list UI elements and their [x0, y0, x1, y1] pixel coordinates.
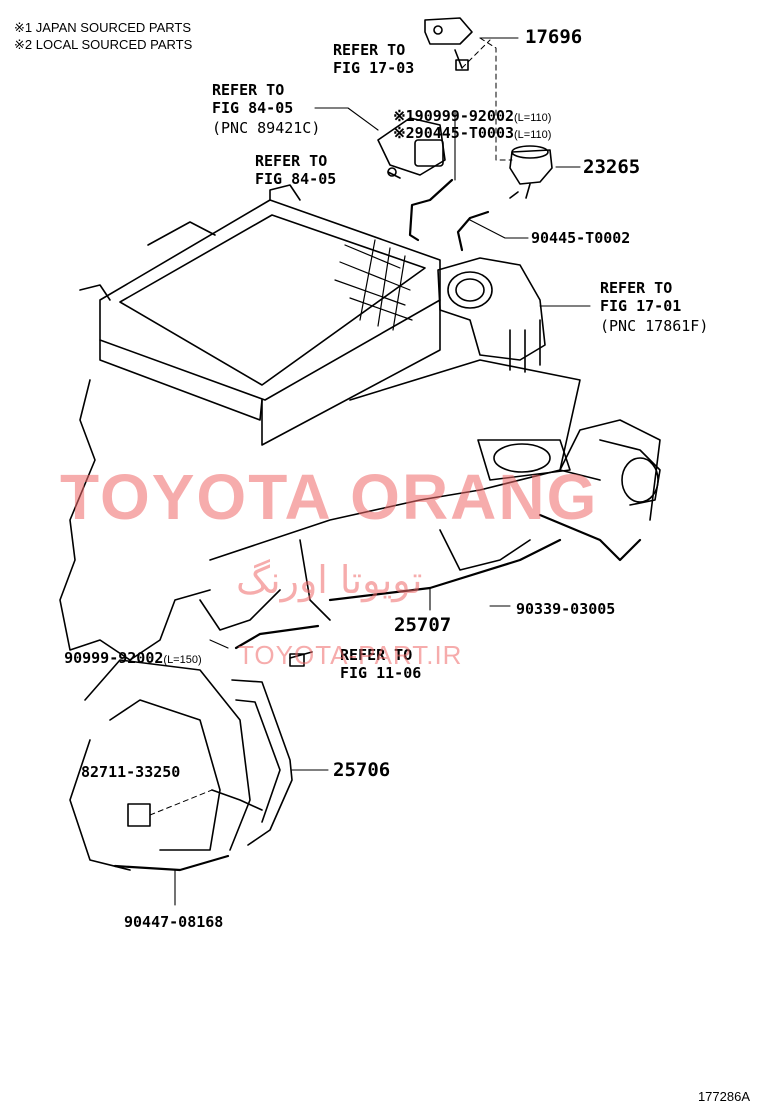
note-japan-sourced: ※1 JAPAN SOURCED PARTS	[14, 20, 192, 35]
intake-elbow-drawing	[437, 257, 661, 506]
part-17696[interactable]: 17696	[525, 26, 583, 48]
refer-fig-11-06[interactable]: REFER TO FIG 11-06	[340, 646, 422, 682]
length-110-a: (L=110)	[514, 112, 552, 124]
refer-fig-17-01[interactable]: REFER TO FIG 17-01	[600, 279, 682, 315]
vsv-valve-drawing	[424, 17, 553, 199]
part-90445-t0003[interactable]: 90445-T0003	[414, 124, 515, 142]
watermark-main: TOYOTA ORANG	[60, 461, 599, 533]
part-90999-92002-lower[interactable]: 90999-92002	[64, 649, 164, 667]
leader-lines	[174, 37, 591, 906]
watermark-farsi: تویوتا اورنگ	[236, 558, 423, 602]
pnc-17861f: (PNC 17861F)	[600, 317, 709, 335]
part-23265[interactable]: 23265	[583, 156, 641, 178]
diagram-code: 177286A	[697, 1089, 750, 1104]
part-90999-92002-upper-row: ※190999-92002(L=110)	[375, 89, 551, 127]
local-marker: ※2	[393, 124, 415, 142]
refer-fig-17-03[interactable]: REFER TO FIG 17-03	[333, 41, 415, 77]
part-90339-03005[interactable]: 90339-03005	[516, 600, 616, 618]
refer-fig-84-05-sensor[interactable]: REFER TO FIG 84-05	[212, 81, 294, 117]
vacuum-hoses-drawing	[113, 178, 642, 872]
part-25706[interactable]: 25706	[333, 759, 391, 781]
part-90447-08168[interactable]: 90447-08168	[124, 913, 224, 931]
part-90999-92002-lower-row: 90999-92002(L=150)	[46, 631, 202, 669]
pressure-sensor-drawing	[377, 117, 446, 179]
intercooler-drawing	[79, 184, 441, 446]
refer-fig-84-05-bolt[interactable]: REFER TO FIG 84-05	[255, 152, 337, 188]
watermark-url: TOYOTA-PART.IR	[238, 640, 463, 670]
part-90445-t0002[interactable]: 90445-T0002	[531, 229, 631, 247]
engine-block-drawing	[59, 359, 661, 871]
length-110-b: (L=110)	[514, 129, 552, 141]
part-90999-92002-upper[interactable]: 90999-92002	[414, 107, 515, 125]
japan-marker: ※1	[393, 107, 415, 125]
part-82711-33250[interactable]: 82711-33250	[81, 763, 181, 781]
pnc-89421c: (PNC 89421C)	[212, 119, 321, 137]
part-25707[interactable]: 25707	[394, 614, 452, 636]
vacuum-pipe-25706-drawing	[127, 651, 313, 846]
length-150: (L=150)	[163, 654, 202, 666]
note-local-sourced: ※2 LOCAL SOURCED PARTS	[14, 37, 193, 52]
part-90445-t0003-row: ※290445-T0003(L=110)	[375, 106, 551, 144]
